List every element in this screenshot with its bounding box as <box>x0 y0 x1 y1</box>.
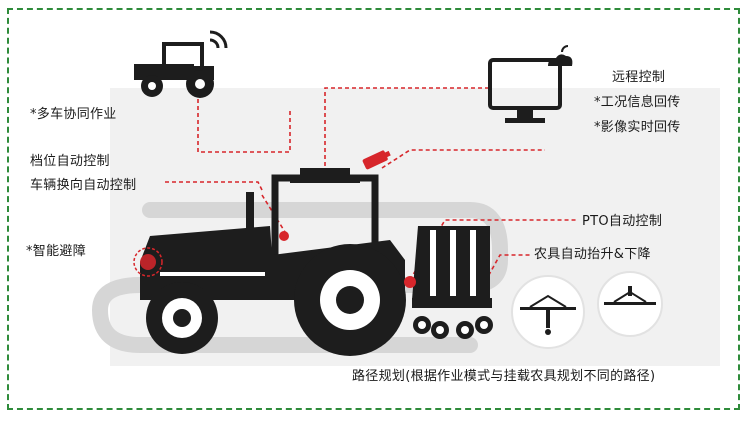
label-gear-auto: 档位自动控制 <box>30 154 110 169</box>
label-implement-lift: 农具自动抬升&下降 <box>534 247 651 262</box>
label-video-return: *影像实时回传 <box>594 120 681 135</box>
label-steering-auto: 车辆换向自动控制 <box>30 178 137 193</box>
label-multi-vehicle: *多车协同作业 <box>30 107 117 122</box>
attachment-icon-1 <box>511 275 585 349</box>
label-path-planning: 路径规划(根据作业模式与挂载农具规划不同的路径) <box>352 369 656 384</box>
label-remote-control: 远程控制 <box>612 70 666 85</box>
connector-multi-vehicle <box>197 92 291 153</box>
steering-marker <box>279 231 289 241</box>
label-obstacle-avoid: *智能避障 <box>26 244 86 259</box>
tractor-implement <box>404 226 493 339</box>
connector-remote <box>324 87 490 180</box>
attachment-icon-2 <box>597 271 663 337</box>
obstacle-sensor <box>140 254 156 270</box>
connector-steering <box>165 181 263 191</box>
diagram-frame <box>7 8 740 410</box>
label-status-return: *工况信息回传 <box>594 95 681 110</box>
main-tractor <box>133 150 406 356</box>
pto-marker <box>404 276 416 288</box>
small-tractor-icon <box>134 30 228 98</box>
label-pto-auto: PTO自动控制 <box>582 214 663 229</box>
monitor-icon <box>488 45 573 123</box>
roof-camera <box>362 150 391 170</box>
